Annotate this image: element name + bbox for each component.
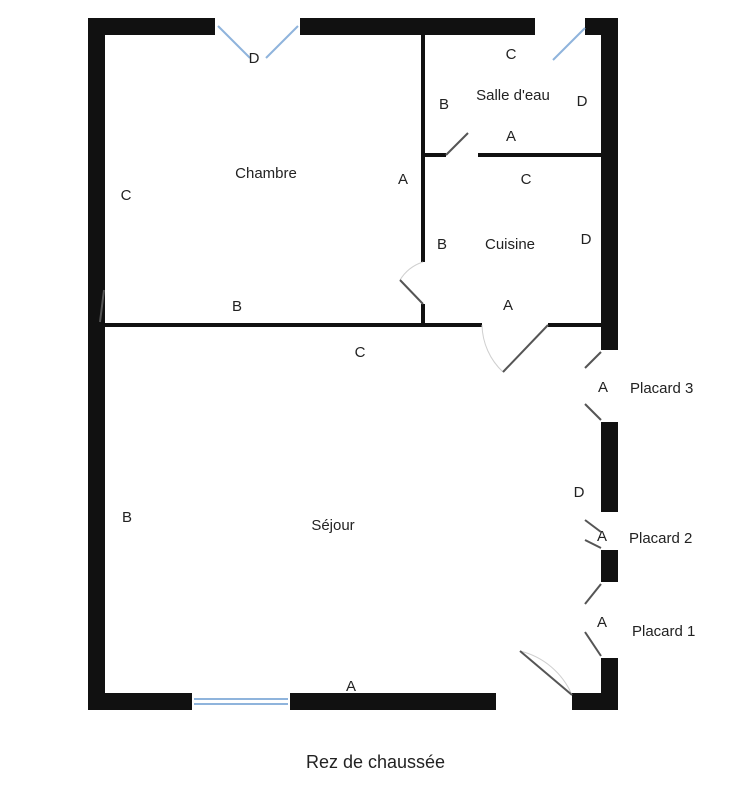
west-wall: [88, 18, 105, 710]
wall-salle-cuisine: [423, 153, 603, 157]
door-leaf-entrance: [519, 650, 573, 696]
exterior-walls: [88, 18, 618, 710]
wall-letter-salle-a: A: [506, 128, 516, 145]
window-sejour-south: [192, 693, 290, 710]
door-leaf-cuisine: [502, 324, 549, 373]
wall-letter-placard-3-a: A: [598, 379, 608, 396]
wall-letter-chambre-c: C: [121, 187, 132, 204]
wall-letter-cuisine-b: B: [437, 236, 447, 253]
door-opening-salle-eau: [446, 153, 478, 157]
floor-caption: Rez de chaussée: [305, 752, 446, 772]
wall-letter-placard-1-a: A: [597, 614, 607, 631]
opening-placard-3: [601, 350, 618, 422]
window-lines: [194, 25, 586, 705]
door-leaf-west: [99, 289, 105, 323]
placard-label-2: Placard 2: [629, 530, 692, 547]
door-leaf-placard-3-bottom: [584, 403, 602, 421]
wall-letter-sejour-d: D: [574, 484, 585, 501]
door-leaf-salle-eau: [445, 132, 469, 156]
door-leaf-chambre: [399, 279, 424, 305]
door-opening-chambre: [421, 262, 425, 304]
wall-letter-sejour-c: C: [355, 344, 366, 361]
placard-label-1: Placard 1: [632, 623, 695, 640]
wall-letter-sejour-b: B: [122, 509, 132, 526]
interior-walls: [104, 35, 604, 327]
wall-letter-placard-2-a: A: [597, 528, 607, 545]
wall-chambre-east: [421, 35, 425, 325]
placard-label-3: Placard 3: [630, 380, 693, 397]
room-labels: Chambre Salle d'eau Cuisine Séjour: [235, 87, 550, 534]
window-leaf-left: [217, 25, 251, 59]
wall-letter-cuisine-a: A: [503, 297, 513, 314]
wall-letter-salle-d: D: [577, 93, 588, 110]
window-leaf-salle-eau: [552, 27, 586, 61]
door-opening-cuisine: [482, 323, 548, 327]
room-label-salle-eau: Salle d'eau: [476, 87, 550, 104]
floor-plan: Chambre Salle d'eau Cuisine Séjour Placa…: [88, 18, 695, 710]
arc-entrance-door: [519, 650, 573, 696]
wall-letter-chambre-b: B: [232, 298, 242, 315]
door-leaves: [99, 132, 602, 696]
arc-cuisine-door: [481, 324, 504, 373]
door-leaf-placard-2-top: [584, 519, 602, 533]
opening-placard-1: [601, 582, 618, 658]
wall-letter-salle-c: C: [506, 46, 517, 63]
placard-labels: Placard 3 Placard 2 Placard 1: [629, 380, 695, 640]
wall-letter-cuisine-c: C: [521, 171, 532, 188]
entrance-door-opening: [496, 693, 572, 710]
door-leaf-placard-2-bottom: [584, 539, 602, 549]
wall-sejour-north: [104, 323, 604, 327]
door-leaf-placard-1-bottom: [584, 631, 602, 657]
openings: [192, 18, 618, 710]
room-label-cuisine: Cuisine: [485, 236, 535, 253]
room-label-chambre: Chambre: [235, 165, 297, 182]
door-leaf-placard-3-top: [584, 351, 602, 369]
arc-chambre-door: [399, 261, 424, 281]
wall-letters: D C A B C B D A C B D A C B D A A A A: [121, 46, 608, 695]
window-salle-eau: [535, 18, 585, 35]
window-chambre-north: [215, 18, 300, 35]
wall-letter-salle-b: B: [439, 96, 449, 113]
wall-letter-sejour-a: A: [346, 678, 356, 695]
room-label-sejour: Séjour: [311, 517, 354, 534]
door-arcs: [399, 261, 573, 696]
wall-letter-cuisine-d: D: [581, 231, 592, 248]
wall-letter-chambre-d: D: [249, 50, 260, 67]
door-leaf-placard-1-top: [584, 583, 602, 605]
opening-placard-2: [601, 512, 618, 550]
window-leaf-right: [265, 25, 299, 59]
wall-letter-chambre-a: A: [398, 171, 408, 188]
